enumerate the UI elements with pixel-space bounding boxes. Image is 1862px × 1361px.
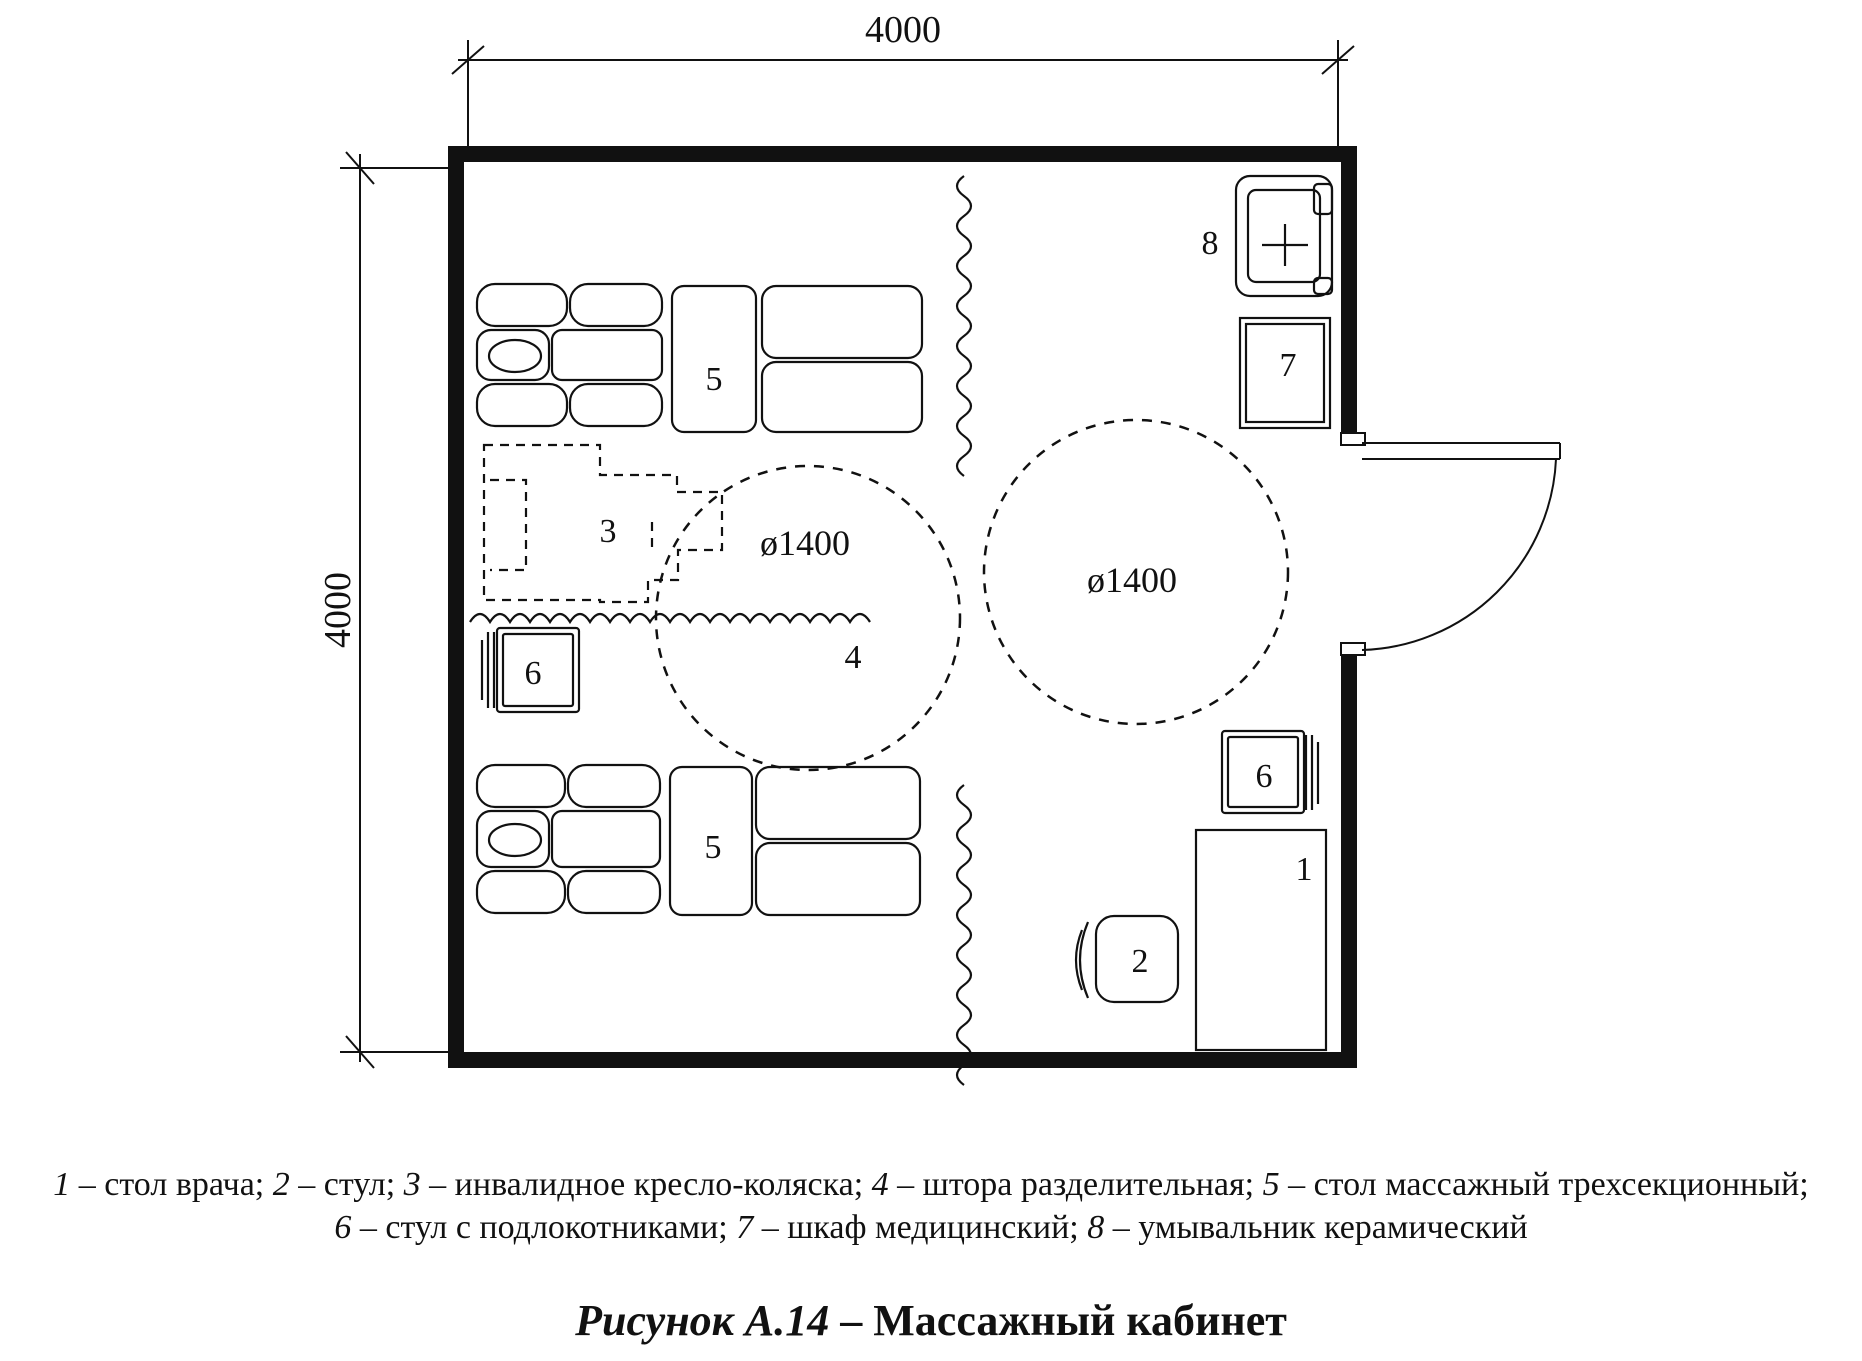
legend-num-2: 2	[272, 1166, 290, 1203]
legend-text-1: стол врача;	[104, 1166, 265, 1203]
legend-text-3: инвалидное кресло-коляска;	[454, 1166, 864, 1203]
legend-text-5: стол массажный трехсекционный;	[1313, 1166, 1809, 1203]
dimension-height	[340, 151, 450, 1069]
door	[1340, 432, 1561, 656]
doctor-desk	[1194, 828, 1328, 1052]
legend-line-2: 6 – стул с подлокотниками; 7 – шкаф меди…	[334, 1209, 1528, 1246]
medical-cabinet	[1238, 316, 1332, 430]
dimension-width	[451, 40, 1355, 150]
clearance-circle-left	[654, 464, 962, 772]
armchair-left	[480, 626, 581, 714]
clearance-label-left: ø1400	[760, 523, 850, 563]
legend-text-7: шкаф медицинский;	[787, 1209, 1079, 1246]
chair-marker: 2	[1132, 943, 1149, 980]
wheelchair-marker: 3	[600, 513, 617, 550]
washbasin	[1234, 174, 1334, 298]
legend-text-4: штора разделительная;	[922, 1166, 1255, 1203]
legend-num-5: 5	[1262, 1166, 1280, 1203]
wheelchair	[482, 443, 724, 604]
legend-num-4: 4	[871, 1166, 889, 1203]
caption-title: Массажный кабинет	[873, 1296, 1287, 1345]
clearance-circle-right	[982, 418, 1290, 726]
washbasin-marker: 8	[1202, 225, 1219, 262]
legend-num-8: 8	[1087, 1209, 1105, 1246]
curtain	[469, 175, 973, 1086]
legend-text-6: стул с подлокотниками;	[385, 1209, 728, 1246]
doctor-desk-marker: 1	[1296, 851, 1313, 888]
caption-dash: –	[829, 1296, 874, 1345]
figure-caption: Рисунок А.14 – Массажный кабинет	[0, 1295, 1862, 1346]
room-walls	[448, 146, 1357, 1068]
armchair-right-marker: 6	[1256, 758, 1273, 795]
width-dimension-label: 4000	[865, 9, 941, 51]
caption-prefix: Рисунок А.14	[575, 1296, 830, 1345]
massage-table-top	[475, 282, 924, 434]
legend-num-3: 3	[403, 1166, 421, 1203]
chair	[1074, 914, 1180, 1004]
legend-num-7: 7	[736, 1209, 754, 1246]
armchair-right	[1220, 729, 1320, 815]
height-dimension-label: 4000	[317, 572, 359, 648]
massage-table-bottom	[475, 763, 922, 917]
medical-cabinet-marker: 7	[1280, 347, 1297, 384]
massage-table-bottom-marker: 5	[705, 829, 722, 866]
clearance-label-right: ø1400	[1087, 560, 1177, 600]
legend-text-8: умывальник керамический	[1138, 1209, 1528, 1246]
curtain-marker: 4	[845, 639, 862, 676]
legend-num-6: 6	[334, 1209, 352, 1246]
legend-num-1: 1	[53, 1166, 71, 1203]
massage-table-top-marker: 5	[706, 361, 723, 398]
armchair-left-marker: 6	[525, 655, 542, 692]
legend-text-2: стул;	[323, 1166, 396, 1203]
legend-line-1: 1 – стол врача; 2 – стул; 3 – инвалидное…	[53, 1166, 1809, 1203]
